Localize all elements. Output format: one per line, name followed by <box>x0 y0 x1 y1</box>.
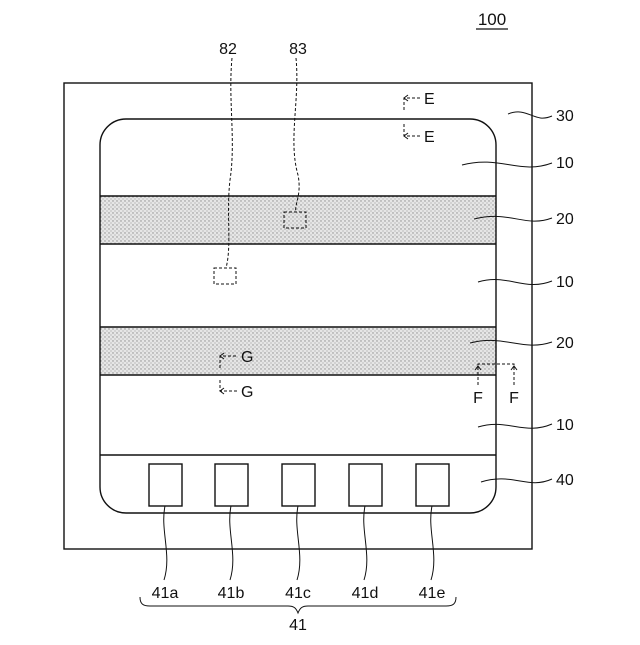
pad-leaders <box>164 506 434 580</box>
pad-41e <box>416 464 449 506</box>
pad-41c <box>282 464 315 506</box>
label-10-lower: 10 <box>556 417 574 434</box>
band-20-upper <box>100 196 496 244</box>
figure-ref-100: 100 <box>478 10 506 29</box>
section-g-bottom: G <box>241 384 253 401</box>
label-83: 83 <box>289 41 307 58</box>
section-e-top: E <box>424 91 435 108</box>
section-e-bottom: E <box>424 129 435 146</box>
inner-panel <box>100 119 496 513</box>
label-41d: 41d <box>352 585 379 602</box>
section-f-left: F <box>473 390 483 407</box>
label-10-upper: 10 <box>556 155 574 172</box>
label-41: 41 <box>289 617 307 634</box>
inner-panel-content <box>100 196 496 375</box>
pad-group <box>149 464 449 506</box>
pad-41d <box>349 464 382 506</box>
section-g-top: G <box>241 349 253 366</box>
leader-lines-right <box>462 112 552 483</box>
section-f-right: F <box>509 390 519 407</box>
label-10-middle: 10 <box>556 274 574 291</box>
pad-41b <box>215 464 248 506</box>
label-41e: 41e <box>419 585 446 602</box>
label-20-lower: 20 <box>556 335 574 352</box>
band-20-lower <box>100 327 496 375</box>
label-41c: 41c <box>285 585 311 602</box>
region-82 <box>214 268 236 284</box>
label-20-upper: 20 <box>556 211 574 228</box>
section-mark-e <box>404 95 420 139</box>
leader-83 <box>294 58 299 212</box>
label-41b: 41b <box>218 585 245 602</box>
label-82: 82 <box>219 41 237 58</box>
label-40: 40 <box>556 472 574 489</box>
label-30: 30 <box>556 108 574 125</box>
pad-41a <box>149 464 182 506</box>
label-41a: 41a <box>152 585 179 602</box>
